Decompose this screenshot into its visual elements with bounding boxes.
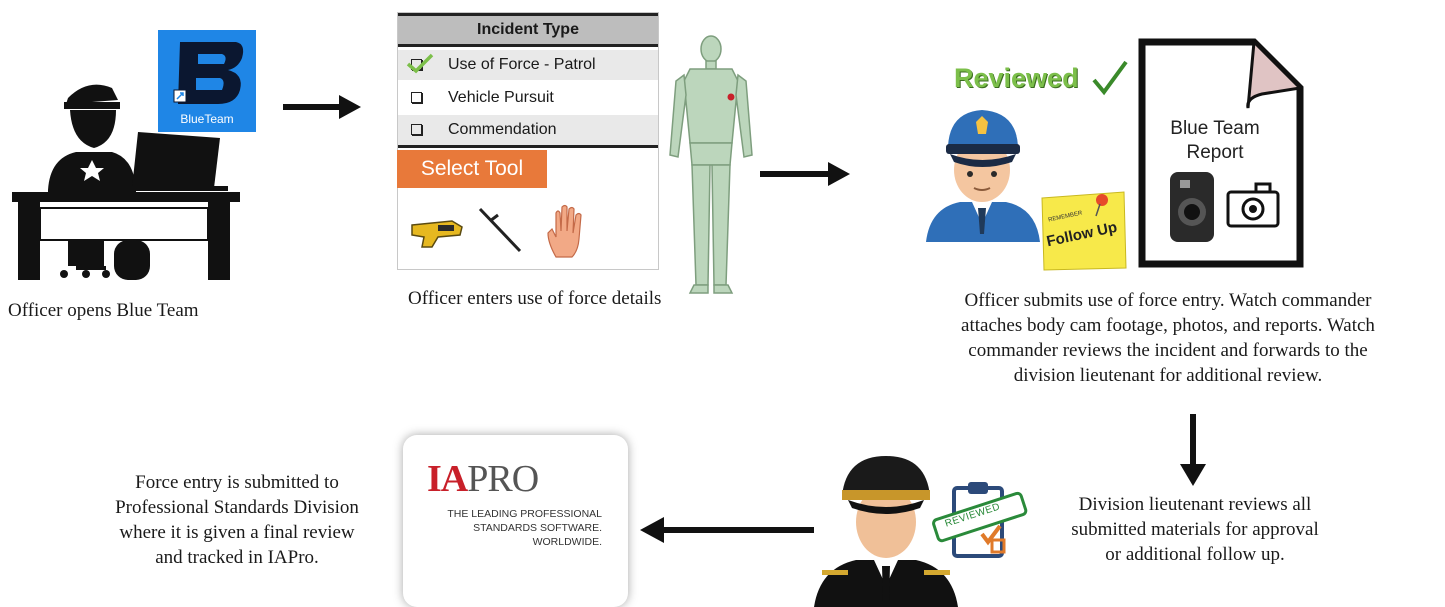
iapro-tagline: THE LEADING PROFESSIONAL STANDARDS SOFTW… bbox=[412, 507, 602, 549]
iapro-logo-pro: PRO bbox=[467, 458, 539, 500]
caption-line: and tracked in IAPro. bbox=[155, 547, 319, 568]
caption-line: Professional Standards Division bbox=[115, 497, 359, 518]
officer-at-desk-icon bbox=[12, 84, 240, 280]
option-label: Use of Force - Patrol bbox=[448, 56, 596, 73]
option-label: Vehicle Pursuit bbox=[448, 89, 554, 106]
caption-line: Force entry is submitted to bbox=[135, 472, 339, 493]
iapro-logo-card: IAPRO THE LEADING PROFESSIONAL STANDARDS… bbox=[403, 435, 628, 607]
arrow-right-icon bbox=[283, 95, 361, 119]
tagline-line: THE LEADING PROFESSIONAL bbox=[447, 508, 602, 520]
checkmark-icon bbox=[406, 53, 434, 74]
step4-caption: Division lieutenant reviews all submitte… bbox=[1030, 492, 1360, 567]
tagline-line: WORLDWIDE. bbox=[532, 536, 602, 548]
checkbox-icon bbox=[411, 124, 422, 135]
incident-option-commendation[interactable]: Commendation bbox=[398, 115, 658, 148]
caption-line: submitted materials for approval bbox=[1071, 519, 1319, 540]
checkbox-icon bbox=[411, 92, 422, 103]
checkmark-icon bbox=[1092, 60, 1128, 96]
incident-type-panel: Incident Type Use of Force - Patrol Vehi… bbox=[397, 12, 659, 270]
incident-option-use-of-force[interactable]: Use of Force - Patrol bbox=[398, 50, 658, 80]
arrow-right-icon bbox=[760, 162, 850, 186]
step3-caption: Officer submits use of force entry. Watc… bbox=[898, 288, 1438, 388]
report-title: Blue Team Report bbox=[1170, 118, 1260, 163]
iapro-logo-ia: IA bbox=[427, 458, 468, 500]
baton-icon[interactable] bbox=[476, 203, 526, 255]
blueteam-logo-icon bbox=[173, 42, 244, 104]
caption-line: Officer submits use of force entry. Watc… bbox=[964, 290, 1372, 311]
step5-caption: Force entry is submitted to Professional… bbox=[78, 470, 396, 570]
step1-caption: Officer opens Blue Team bbox=[8, 300, 199, 321]
caption-line: commander reviews the incident and forwa… bbox=[968, 340, 1368, 361]
select-tool-button[interactable]: Select Tool bbox=[397, 150, 547, 188]
blueteam-icon-label: BlueTeam bbox=[180, 112, 234, 126]
report-document-icon bbox=[1138, 38, 1304, 268]
sticky-note: REMEMBER Follow Up bbox=[1038, 190, 1128, 272]
caption-line: or additional follow up. bbox=[1105, 544, 1285, 565]
incident-option-vehicle-pursuit[interactable]: Vehicle Pursuit bbox=[398, 83, 658, 113]
step2-caption: Officer enters use of force details bbox=[408, 288, 662, 309]
sticky-note-shape-icon bbox=[1041, 191, 1127, 271]
option-label: Commendation bbox=[448, 121, 557, 138]
arrow-down-icon bbox=[1180, 414, 1206, 486]
taser-icon[interactable] bbox=[408, 211, 468, 251]
reviewed-label: Reviewed bbox=[954, 63, 1079, 93]
division-lieutenant-avatar bbox=[814, 456, 958, 607]
caption-line: attaches body cam footage, photos, and r… bbox=[961, 315, 1375, 336]
body-diagram-icon[interactable] bbox=[668, 35, 754, 297]
arrow-left-icon bbox=[640, 517, 814, 543]
caption-line: where it is given a final review bbox=[119, 522, 355, 543]
iapro-logo: IAPRO bbox=[427, 457, 539, 501]
caption-line: division lieutenant for additional revie… bbox=[1013, 365, 1323, 386]
caption-line: Division lieutenant reviews all bbox=[1078, 494, 1312, 515]
watch-commander-avatar bbox=[926, 110, 1040, 242]
reviewed-clipboard-icon bbox=[932, 482, 1028, 558]
hand-icon[interactable] bbox=[544, 203, 590, 259]
tagline-line: STANDARDS SOFTWARE. bbox=[473, 522, 602, 534]
blueteam-app-icon[interactable]: BlueTeam bbox=[158, 30, 256, 132]
incident-type-header: Incident Type bbox=[398, 13, 658, 47]
